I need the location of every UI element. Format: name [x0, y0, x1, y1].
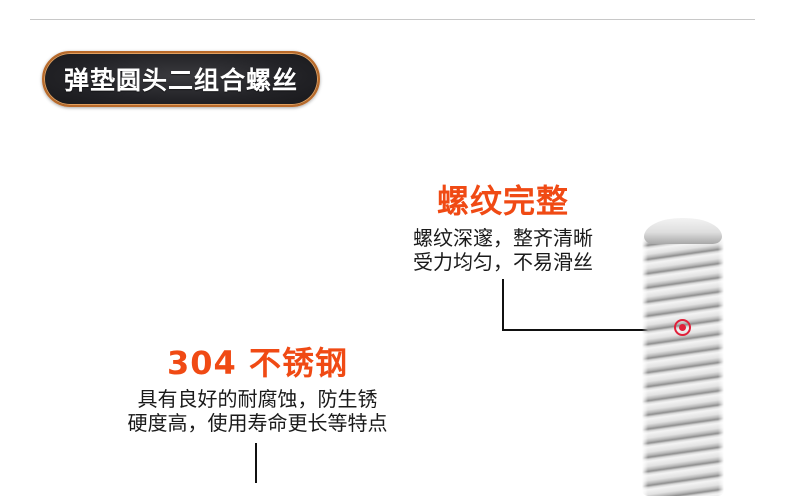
- feature-thread-line-1: 螺纹深邃，整齐清晰: [413, 226, 593, 250]
- callout-line-steel: [255, 443, 257, 483]
- feature-steel: 304 不锈钢 具有良好的耐腐蚀，防生锈 硬度高，使用寿命更长等特点: [100, 344, 415, 435]
- callout-line-horizontal: [502, 329, 678, 331]
- feature-steel-heading: 304 不锈钢: [167, 344, 348, 382]
- feature-thread-line-2: 受力均匀，不易滑丝: [413, 250, 593, 274]
- feature-thread: 螺纹完整 螺纹深邃，整齐清晰 受力均匀，不易滑丝: [396, 182, 610, 274]
- section-title: 弹垫圆头二组合螺丝: [63, 66, 298, 95]
- screw-image: [634, 218, 732, 496]
- section-title-badge: 弹垫圆头二组合螺丝: [42, 51, 320, 107]
- screw-threaded-shaft: [642, 236, 724, 496]
- callout-line-vertical: [502, 279, 504, 330]
- feature-steel-line-2: 硬度高，使用寿命更长等特点: [127, 411, 388, 435]
- target-marker-icon: [674, 319, 691, 336]
- feature-thread-heading: 螺纹完整: [436, 182, 569, 220]
- top-divider: [30, 19, 755, 20]
- feature-steel-line-1: 具有良好的耐腐蚀，防生锈: [137, 387, 378, 411]
- screw-head: [644, 218, 722, 244]
- target-marker-dot: [679, 324, 686, 331]
